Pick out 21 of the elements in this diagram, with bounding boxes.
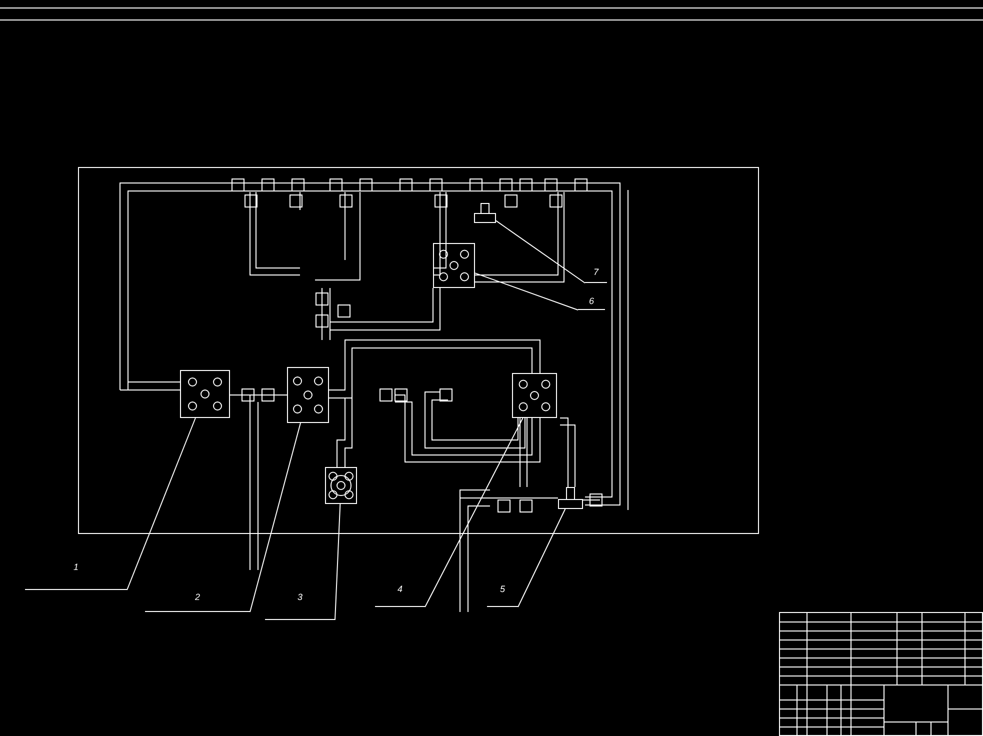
leader-line: [474, 272, 578, 310]
callout-number: 5: [500, 584, 505, 594]
callout-underline: [585, 267, 607, 283]
callout-number: 4: [397, 584, 402, 594]
callout-underline: [375, 584, 425, 607]
leader-line: [126, 418, 196, 590]
callout-number: 2: [194, 592, 200, 602]
callout-underline: [487, 584, 518, 607]
callout-number: 7: [593, 267, 598, 277]
leader-line: [334, 504, 341, 620]
leader-line: [250, 422, 302, 612]
leader-line: [518, 508, 566, 608]
leader-line: [424, 418, 524, 608]
callout-number: 3: [297, 592, 302, 602]
callout-underline: [145, 592, 250, 612]
callout-underline: [25, 562, 127, 590]
callout-underline: [265, 592, 335, 620]
leader-line: [496, 220, 586, 284]
callout-number: 6: [588, 296, 594, 306]
callout-number: 1: [73, 562, 78, 572]
callout-underline: [578, 296, 605, 310]
